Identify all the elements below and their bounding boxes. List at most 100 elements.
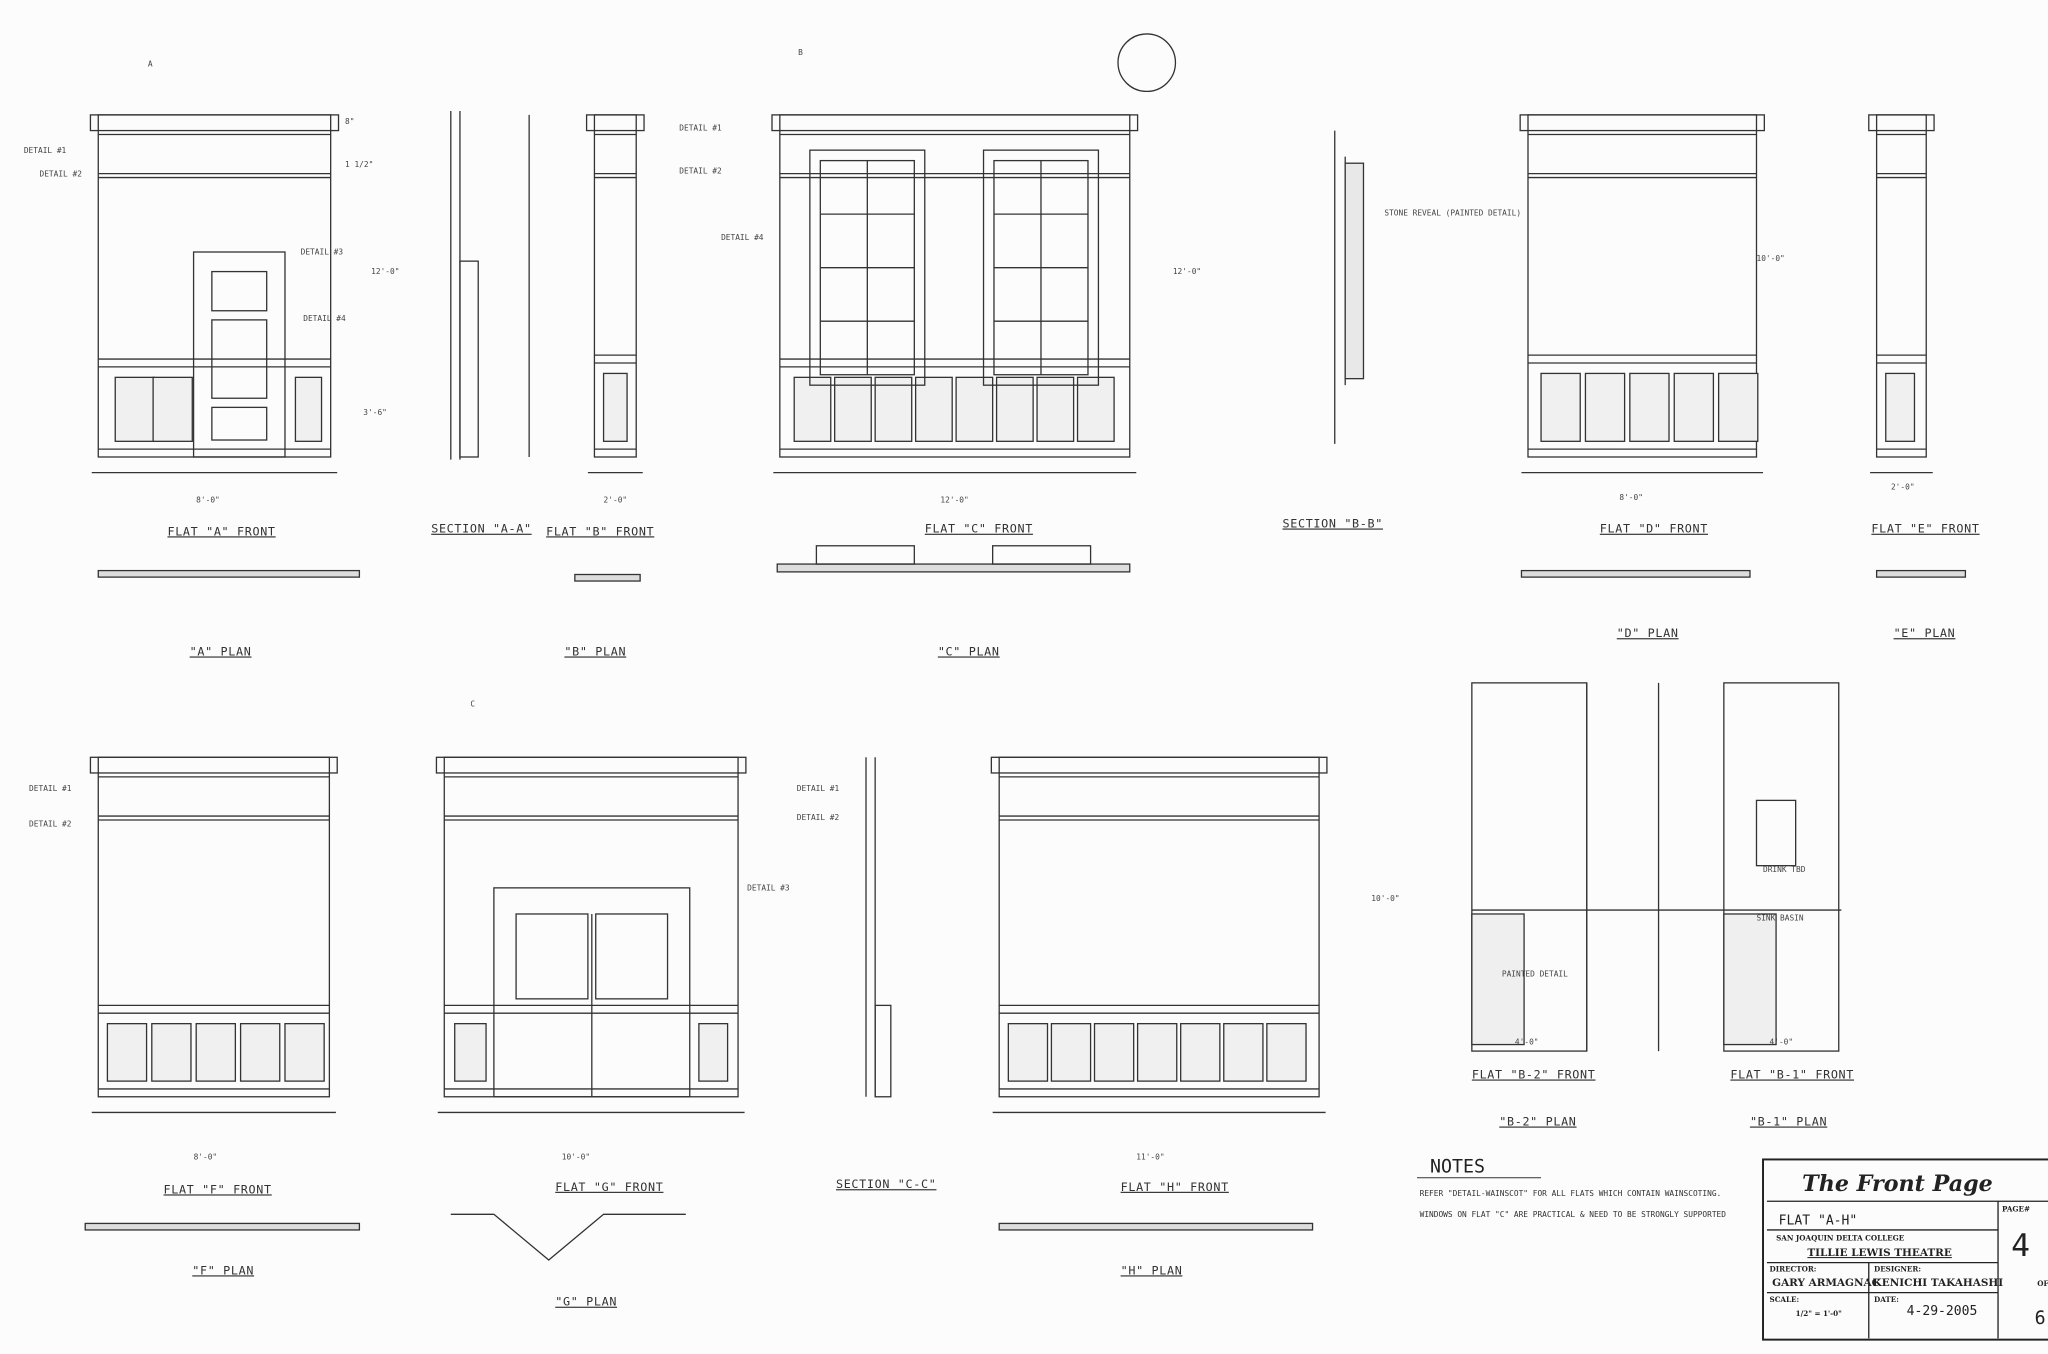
title-sheet: FLAT "A-H" xyxy=(1779,1214,1858,1229)
plan-view xyxy=(1520,569,1751,578)
flat-g-cornice xyxy=(435,756,747,774)
label-flat-c-front: FLAT "C" FRONT xyxy=(925,522,1033,536)
callout-detail-2-g: DETAIL #2 xyxy=(797,813,840,822)
of-label: OF xyxy=(2037,1279,2048,1288)
flat-h-cornice xyxy=(990,756,1328,774)
label-flat-b-front: FLAT "B" FRONT xyxy=(546,524,654,538)
flat-c-wainscot-panel xyxy=(955,376,994,442)
plan-view xyxy=(574,573,641,582)
title-block: The Front Page FLAT "A-H" SAN JOAQUIN DE… xyxy=(1762,1158,2048,1341)
flat-f-wainscot-panel xyxy=(284,1023,325,1082)
title-venue: TILLIE LEWIS THEATRE xyxy=(1807,1247,1951,1259)
label-b1-plan: "B-1" PLAN xyxy=(1750,1115,1827,1129)
label-flat-f-front: FLAT "F" FRONT xyxy=(164,1182,272,1196)
callout-painted-detail: PAINTED DETAIL xyxy=(1502,970,1568,979)
flat-c-wainscot-panel xyxy=(834,376,872,442)
plan-view xyxy=(1875,569,1967,578)
dim-c-width: 12'-0" xyxy=(940,496,968,505)
callout-detail-3-a: DETAIL #3 xyxy=(301,248,344,257)
callout-detail-4-a: DETAIL #4 xyxy=(303,314,346,323)
plan-view xyxy=(998,1222,1314,1231)
flat-c-cornice xyxy=(771,114,1139,132)
callout-detail-1-c: DETAIL #1 xyxy=(679,124,722,133)
flat-f-cornice xyxy=(89,756,338,774)
label-flat-g-front: FLAT "G" FRONT xyxy=(555,1180,663,1194)
brick-b1 xyxy=(1723,913,1777,1046)
section-a-a-wainscot xyxy=(459,260,479,458)
flat-h-wainscot-panel xyxy=(1180,1023,1221,1082)
callout-detail-2-a: DETAIL #2 xyxy=(40,169,83,178)
door-g-panel xyxy=(595,913,669,1000)
flat-f-wainscot-panel xyxy=(151,1023,192,1082)
scale-label: SCALE: xyxy=(1770,1295,1800,1304)
dim-b2-width: 4'-0" xyxy=(1515,1038,1539,1047)
flat-b1 xyxy=(1723,682,1840,1052)
designer-name: KENICHI TAKAHASHI xyxy=(1873,1277,2004,1289)
note-1: REFER "DETAIL-WAINSCOT" FOR ALL FLATS WH… xyxy=(1420,1189,1722,1198)
window-c xyxy=(982,149,1100,386)
flat-f-wainscot-panel xyxy=(106,1023,148,1082)
designer-label: DESIGNER: xyxy=(1874,1265,1921,1274)
label-section-b-b: SECTION "B-B" xyxy=(1283,516,1383,530)
label-b2-plan: "B-2" PLAN xyxy=(1499,1115,1576,1129)
section-c-c-wainscot xyxy=(874,1004,892,1098)
flat-f-wainscot-panel xyxy=(239,1023,281,1082)
callout-drink-tbd: DRINK TBD xyxy=(1763,865,1806,874)
door-a-panel xyxy=(211,319,268,399)
label-flat-e-front: FLAT "E" FRONT xyxy=(1871,522,1979,536)
label-f-plan: "F" PLAN xyxy=(192,1263,254,1277)
stone-reveal xyxy=(1344,162,1365,380)
door-a-panel xyxy=(211,406,268,441)
label-b-plan: "B" PLAN xyxy=(564,644,626,658)
flat-c-wainscot-panel xyxy=(1076,376,1115,442)
label-d-plan: "D" PLAN xyxy=(1617,626,1679,640)
door-a-panel xyxy=(211,270,268,312)
flat-e-cornice xyxy=(1868,114,1935,132)
scale-value: 1/2" = 1'-0" xyxy=(1796,1309,1842,1318)
flat-a-wainscot-panel xyxy=(152,376,193,442)
g-plan xyxy=(450,1213,686,1261)
flat-h-wainscot-panel xyxy=(1050,1023,1092,1082)
flat-c-wainscot-panel xyxy=(914,376,953,442)
flat-e-wainscot-panel xyxy=(1885,372,1916,442)
label-a-plan: "A" PLAN xyxy=(190,644,252,658)
callout-detail-2-f: DETAIL #2 xyxy=(29,820,72,829)
flat-d-wainscot-panel xyxy=(1673,372,1715,442)
flat-d-cornice xyxy=(1519,114,1765,132)
door-a xyxy=(192,251,286,458)
flat-h-wainscot-panel xyxy=(1136,1023,1178,1082)
pages-label: PAGE# xyxy=(2002,1205,2030,1214)
flat-d-wainscot-panel xyxy=(1540,372,1581,442)
callout-detail-4-c: DETAIL #4 xyxy=(721,233,764,242)
flat-h-wainscot-panel xyxy=(1007,1023,1049,1082)
label-h-plan: "H" PLAN xyxy=(1121,1263,1183,1277)
callout-sink-basin: SINK BASIN xyxy=(1756,914,1803,923)
drink-tbd-box xyxy=(1755,799,1797,867)
brick-b2 xyxy=(1471,913,1525,1046)
label-flat-h-front: FLAT "H" FRONT xyxy=(1121,1180,1229,1194)
title-institution: SAN JOAQUIN DELTA COLLEGE xyxy=(1776,1233,1905,1242)
flat-a-cornice xyxy=(89,114,340,132)
plan-view xyxy=(84,1222,361,1231)
callout-detail-1-f: DETAIL #1 xyxy=(29,784,72,793)
notes-title: NOTES xyxy=(1430,1157,1485,1178)
director-label: DIRECTOR: xyxy=(1770,1265,1817,1274)
plan-view xyxy=(97,569,361,578)
label-e-plan: "E" PLAN xyxy=(1894,626,1956,640)
detail-callout-circle xyxy=(1117,33,1177,93)
title-show: The Front Page xyxy=(1802,1171,1993,1197)
callout-detail-1-a: DETAIL #1 xyxy=(24,146,67,155)
flat-d-wainscot-panel xyxy=(1717,372,1759,442)
label-section-c-c: SECTION "C-C" xyxy=(836,1177,936,1191)
dim-d-height: 10'-0" xyxy=(1756,254,1784,263)
callout-stone-reveal: STONE REVEAL (PAINTED DETAIL) xyxy=(1384,208,1521,217)
flat-a-wainscot-panel xyxy=(114,376,156,442)
flat-b-cornice xyxy=(585,114,645,132)
dim-h-height: 10'-0" xyxy=(1371,894,1399,903)
date-value: 4-29-2005 xyxy=(1907,1304,1978,1319)
director-name: GARY ARMAGNAC xyxy=(1772,1277,1880,1289)
flat-c-wainscot-panel xyxy=(1036,376,1075,442)
dim-c-height: 12'-0" xyxy=(1173,267,1201,276)
dim-a-width: 8'-0" xyxy=(196,496,220,505)
